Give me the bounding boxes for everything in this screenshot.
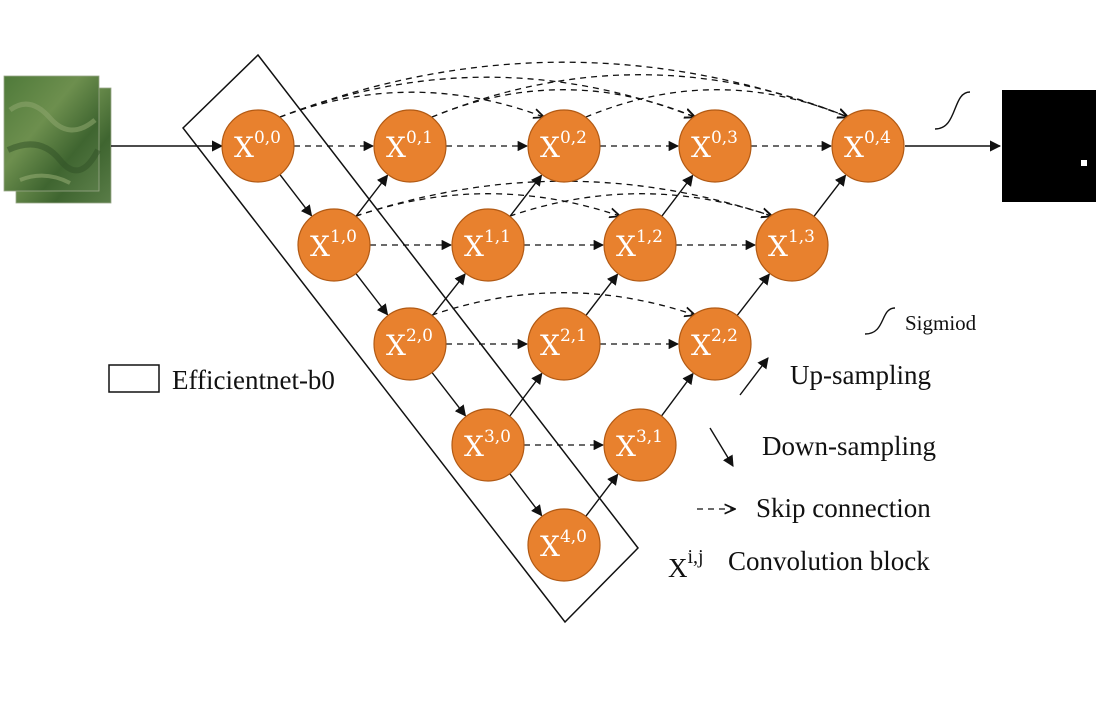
node-circle xyxy=(603,208,677,282)
node-circle xyxy=(831,109,905,183)
legend-skip-label: Skip connection xyxy=(756,493,931,523)
node-label: X0,2 xyxy=(540,128,587,164)
dense-skip-edge xyxy=(585,89,849,118)
node-circle xyxy=(297,208,371,282)
node-circle xyxy=(603,408,677,482)
node-circle xyxy=(373,109,447,183)
legend-sigmoid-icon xyxy=(864,307,896,335)
node-label: X1,0 xyxy=(310,227,357,263)
node-label: X0,3 xyxy=(691,128,738,164)
upsampling-edge xyxy=(660,372,694,417)
conv-block-node: X1,0 xyxy=(297,208,371,282)
upsampling-edge xyxy=(813,174,847,217)
upsampling-edge xyxy=(355,174,389,217)
node-circle xyxy=(451,208,525,282)
node-circle xyxy=(527,508,601,582)
downsampling-edge xyxy=(355,273,389,316)
dense-skip-edge xyxy=(279,91,545,117)
legend-upsampling-icon xyxy=(739,357,769,396)
node-circle xyxy=(373,307,447,381)
dense-skip-edge xyxy=(431,292,696,316)
conv-block-node: X0,1 xyxy=(373,109,447,183)
conv-block-node: X0,2 xyxy=(527,109,601,183)
node-circle xyxy=(755,208,829,282)
legend-downsampling-icon xyxy=(709,427,734,467)
node-circle xyxy=(451,408,525,482)
legend-encoder-label: Efficientnet-b0 xyxy=(172,365,335,395)
conv-block-node: X0,4 xyxy=(831,109,905,183)
upsampling-edge xyxy=(736,273,770,317)
legend-conv-label: Convolution block xyxy=(728,546,930,576)
downsampling-edge xyxy=(431,372,467,417)
node-label: X1,2 xyxy=(616,227,663,263)
conv-block-node: X1,2 xyxy=(603,208,677,282)
conv-block-node: X4,0 xyxy=(527,508,601,582)
node-label: X1,3 xyxy=(768,227,815,263)
upsampling-edge xyxy=(585,473,619,517)
dense-skip-edge xyxy=(355,180,773,216)
node-label: X2,0 xyxy=(386,326,433,362)
node-label: X1,1 xyxy=(464,227,511,263)
node-label: X2,1 xyxy=(540,326,587,362)
legend-upsampling-label: Up-sampling xyxy=(790,360,931,390)
downsampling-edge xyxy=(279,174,313,217)
dense-skip-edge xyxy=(509,193,773,217)
output-mask xyxy=(1002,90,1096,202)
node-circle xyxy=(527,307,601,381)
upsampling-edge xyxy=(585,273,619,316)
node-label: X4,0 xyxy=(540,527,587,563)
legend-sigmoid-label: Sigmiod xyxy=(905,311,977,335)
node-label: X0,4 xyxy=(844,128,891,164)
conv-block-node: X2,0 xyxy=(373,307,447,381)
conv-block-node: X0,3 xyxy=(678,109,752,183)
input-image xyxy=(3,75,112,204)
node-circle xyxy=(527,109,601,183)
node-label: X2,2 xyxy=(691,326,738,362)
encoder-box xyxy=(181,53,639,624)
downsampling-edge xyxy=(509,473,543,517)
legend-encoder-swatch xyxy=(108,364,160,393)
upsampling-edge xyxy=(509,372,543,417)
sigmoid-icon xyxy=(934,91,971,130)
upsampling-edge xyxy=(431,273,466,317)
legend: Efficientnet-b0 Sigmiod Up-sampling Down… xyxy=(108,307,977,583)
conv-block-node: X2,1 xyxy=(527,307,601,381)
conv-block-node: X0,0 xyxy=(221,109,295,183)
conv-block-node: X1,3 xyxy=(755,208,829,282)
upsampling-edge xyxy=(509,174,543,217)
conv-block-node: X3,0 xyxy=(451,408,525,482)
dense-skip-edge xyxy=(431,74,849,118)
node-circle xyxy=(221,109,295,183)
node-label: X0,0 xyxy=(234,128,281,164)
node-circle xyxy=(678,109,752,183)
conv-block-node: X3,1 xyxy=(603,408,677,482)
node-label: X3,1 xyxy=(616,427,663,463)
conv-block-node: X2,2 xyxy=(678,307,752,381)
legend-downsampling-label: Down-sampling xyxy=(762,431,936,461)
node-label: X0,1 xyxy=(386,128,433,164)
nodes: X0,0 X0,1 X0,2 X0,3 X0,4X1,0 X1,1 X1,2 X1,3X2,0… xyxy=(221,109,905,582)
edges xyxy=(279,61,849,517)
node-circle xyxy=(678,307,752,381)
legend-conv-symbol: Xi,j xyxy=(668,546,704,583)
conv-block-node: X1,1 xyxy=(451,208,525,282)
node-label: X3,0 xyxy=(464,427,511,463)
